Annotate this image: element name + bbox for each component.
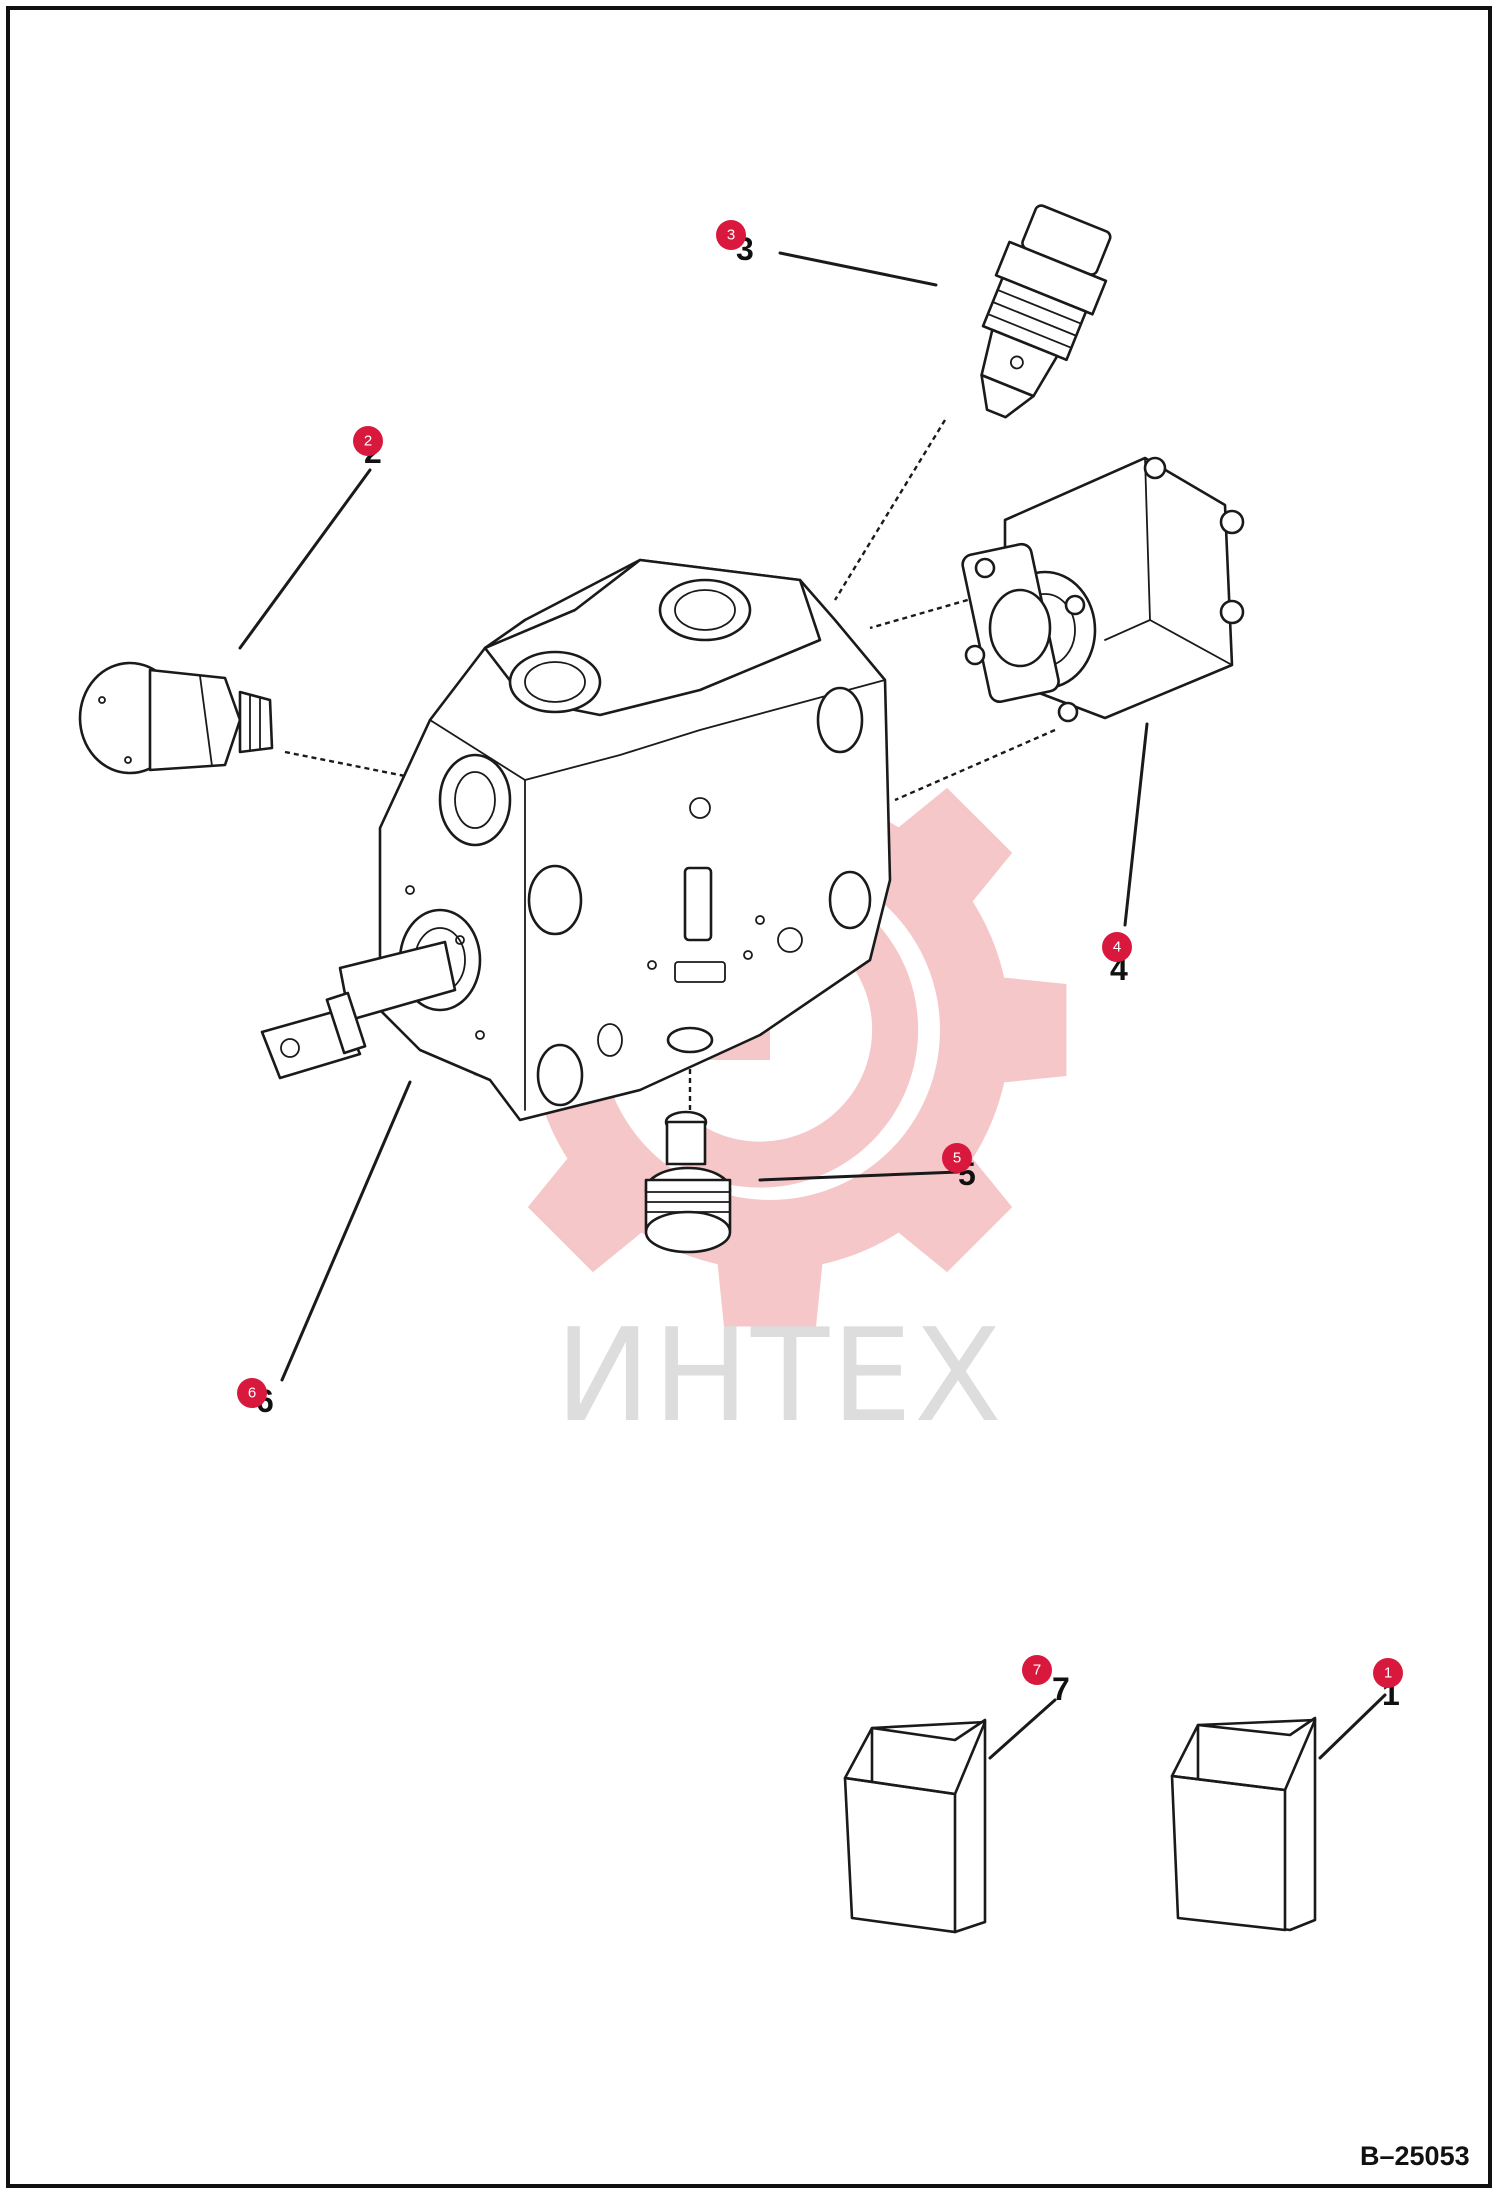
- watermark-gear-tooth: [717, 1264, 823, 1327]
- callout-7-badge-label: 7: [1033, 1662, 1041, 1679]
- drawing-code: B–25053: [1360, 2141, 1470, 2171]
- callout-7-number: 7: [1052, 1671, 1070, 1707]
- callout-1[interactable]: 1 1: [1373, 1658, 1403, 1712]
- watermark-text: ИНТЕХ: [555, 1302, 1004, 1451]
- relief-cartridge-part: [980, 204, 1112, 419]
- callout-7[interactable]: 7 7: [1022, 1655, 1070, 1707]
- callout-5-badge: [942, 1143, 972, 1173]
- seal-kit-box-7: [843, 1718, 987, 1934]
- callout-2[interactable]: 2 2: [353, 426, 383, 470]
- valve-body-part: [260, 558, 892, 1122]
- page-frame: [6, 6, 1492, 2188]
- callout-3-badge: [716, 220, 746, 250]
- bottom-plug-part: [644, 1110, 732, 1254]
- callout-1-badge: [1373, 1658, 1403, 1688]
- callout-4-badge: [1102, 932, 1132, 962]
- callout-6-badge-label: 6: [248, 1385, 256, 1402]
- watermark-gear-tooth: [527, 1158, 642, 1273]
- callout-1-badge-label: 1: [1384, 1665, 1392, 1682]
- callout-5-badge-label: 5: [953, 1150, 961, 1167]
- watermark-gear-tooth: [898, 787, 1013, 902]
- callout-2-badge-label: 2: [364, 433, 372, 450]
- callout-3[interactable]: 3 3: [716, 220, 754, 267]
- callout-5[interactable]: 5 5: [942, 1143, 976, 1192]
- callout-2-badge: [353, 426, 383, 456]
- leader-lines: [238, 251, 1387, 1760]
- callout-4-badge-label: 4: [1113, 939, 1121, 956]
- callout-4[interactable]: 4 4: [1102, 932, 1132, 987]
- callout-6[interactable]: 6 6: [237, 1378, 274, 1419]
- watermark-gear-tooth: [898, 1158, 1013, 1273]
- callout-3-badge-label: 3: [727, 227, 735, 244]
- watermark-gear-tooth: [1004, 977, 1067, 1083]
- plug-part: [78, 661, 274, 775]
- callout-6-badge: [237, 1378, 267, 1408]
- flange-adapter-part: [961, 456, 1245, 723]
- seal-kit-box-1: [1170, 1716, 1317, 1932]
- assembly-axes: [284, 419, 1056, 1120]
- callout-7-badge: [1022, 1655, 1052, 1685]
